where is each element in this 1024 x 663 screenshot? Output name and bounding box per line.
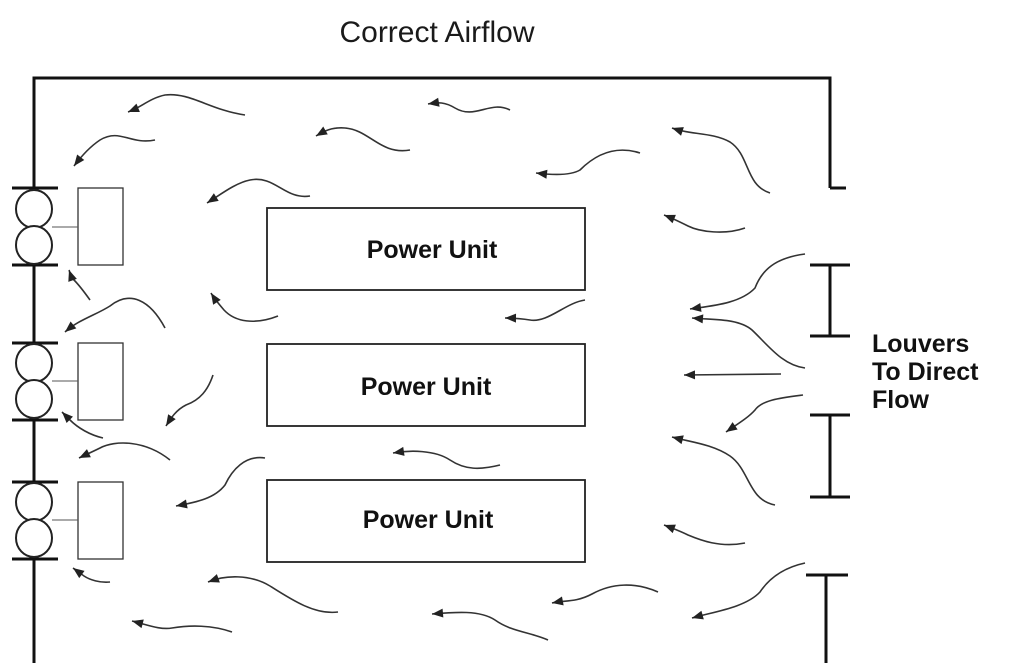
- airflow-arrowhead: [692, 314, 704, 324]
- airflow-arrowhead: [726, 422, 738, 432]
- airflow-arrowhead: [73, 568, 85, 579]
- louver-3: [810, 413, 850, 499]
- power-unit-2: Power Unit: [266, 343, 586, 427]
- airflow-arrowhead: [211, 293, 221, 305]
- airflow-arrowhead: [536, 169, 548, 179]
- airflow-arrowhead: [505, 313, 517, 323]
- airflow-arrowhead: [690, 303, 702, 312]
- airflow-arrow: [691, 317, 806, 369]
- airflow-arrowhead: [176, 499, 188, 509]
- airflow-arrow: [210, 292, 279, 323]
- airflow-arrow: [551, 584, 659, 604]
- airflow-arrow: [427, 102, 511, 113]
- airflow-arrow: [671, 127, 771, 194]
- louver-label-line-3: Flow: [872, 386, 929, 414]
- airflow-arrow: [127, 93, 246, 116]
- louver-2: [810, 263, 850, 338]
- airflow-arrowhead: [74, 154, 85, 166]
- airflow-arrowhead: [672, 435, 684, 445]
- airflow-arrowhead: [432, 608, 444, 618]
- airflow-arrowhead: [79, 449, 91, 458]
- power-unit-1-label: Power Unit: [367, 236, 498, 264]
- airflow-arrowhead: [68, 270, 77, 282]
- airflow-arrow: [671, 436, 776, 506]
- airflow-arrowhead: [664, 214, 676, 224]
- airflow-arrowhead: [128, 103, 140, 112]
- power-unit-2-label: Power Unit: [361, 373, 492, 401]
- airflow-arrowhead: [316, 126, 328, 136]
- diagram-title: Correct Airflow: [339, 16, 534, 49]
- airflow-arrow: [131, 620, 233, 633]
- airflow-arrowhead: [132, 619, 144, 629]
- airflow-arrowhead: [552, 596, 564, 606]
- airflow-arrow: [315, 127, 411, 152]
- airflow-arrow: [663, 524, 746, 546]
- fan-assembly-middle: [12, 341, 124, 422]
- airflow-arrow: [535, 149, 641, 176]
- airflow-arrowhead: [207, 193, 219, 203]
- power-unit-1: Power Unit: [266, 207, 586, 291]
- airflow-arrow: [691, 562, 806, 619]
- airflow-arrow: [175, 456, 266, 507]
- louver-label-line-1: Louvers: [872, 330, 969, 358]
- airflow-arrow: [689, 253, 806, 310]
- fan-module-top: [77, 187, 124, 266]
- airflow-arrow: [431, 611, 549, 641]
- airflow-arrowhead: [65, 321, 77, 332]
- louver-label-line-2: To Direct: [872, 358, 979, 386]
- airflow-arrow: [683, 373, 782, 376]
- airflow-arrow: [64, 297, 166, 333]
- airflow-arrow: [663, 214, 746, 233]
- airflow-arrowhead: [62, 412, 73, 423]
- airflow-arrowhead: [166, 414, 176, 426]
- airflow-arrow: [392, 450, 501, 470]
- airflow-arrowhead: [684, 370, 696, 380]
- airflow-arrowhead: [208, 574, 220, 583]
- airflow-arrow: [206, 178, 311, 204]
- power-unit-3: Power Unit: [266, 479, 586, 563]
- airflow-arrowhead: [692, 610, 704, 620]
- airflow-arrowhead: [393, 446, 405, 456]
- enclosure: [32, 76, 832, 663]
- fan-module-middle: [77, 342, 124, 421]
- airflow-arrow: [73, 134, 156, 167]
- airflow-arrowhead: [428, 97, 440, 107]
- fan-module-bottom: [77, 481, 124, 560]
- fan-assembly-top: [12, 186, 124, 267]
- airflow-arrow: [78, 442, 171, 461]
- power-unit-3-label: Power Unit: [363, 506, 494, 534]
- airflow-arrow: [725, 394, 804, 433]
- airflow-arrows: [61, 93, 806, 641]
- airflow-arrowhead: [672, 127, 684, 136]
- airflow-arrowhead: [664, 524, 676, 534]
- airflow-arrow: [207, 576, 339, 614]
- airflow-arrow: [504, 299, 586, 322]
- fan-assembly-bottom: [12, 480, 124, 561]
